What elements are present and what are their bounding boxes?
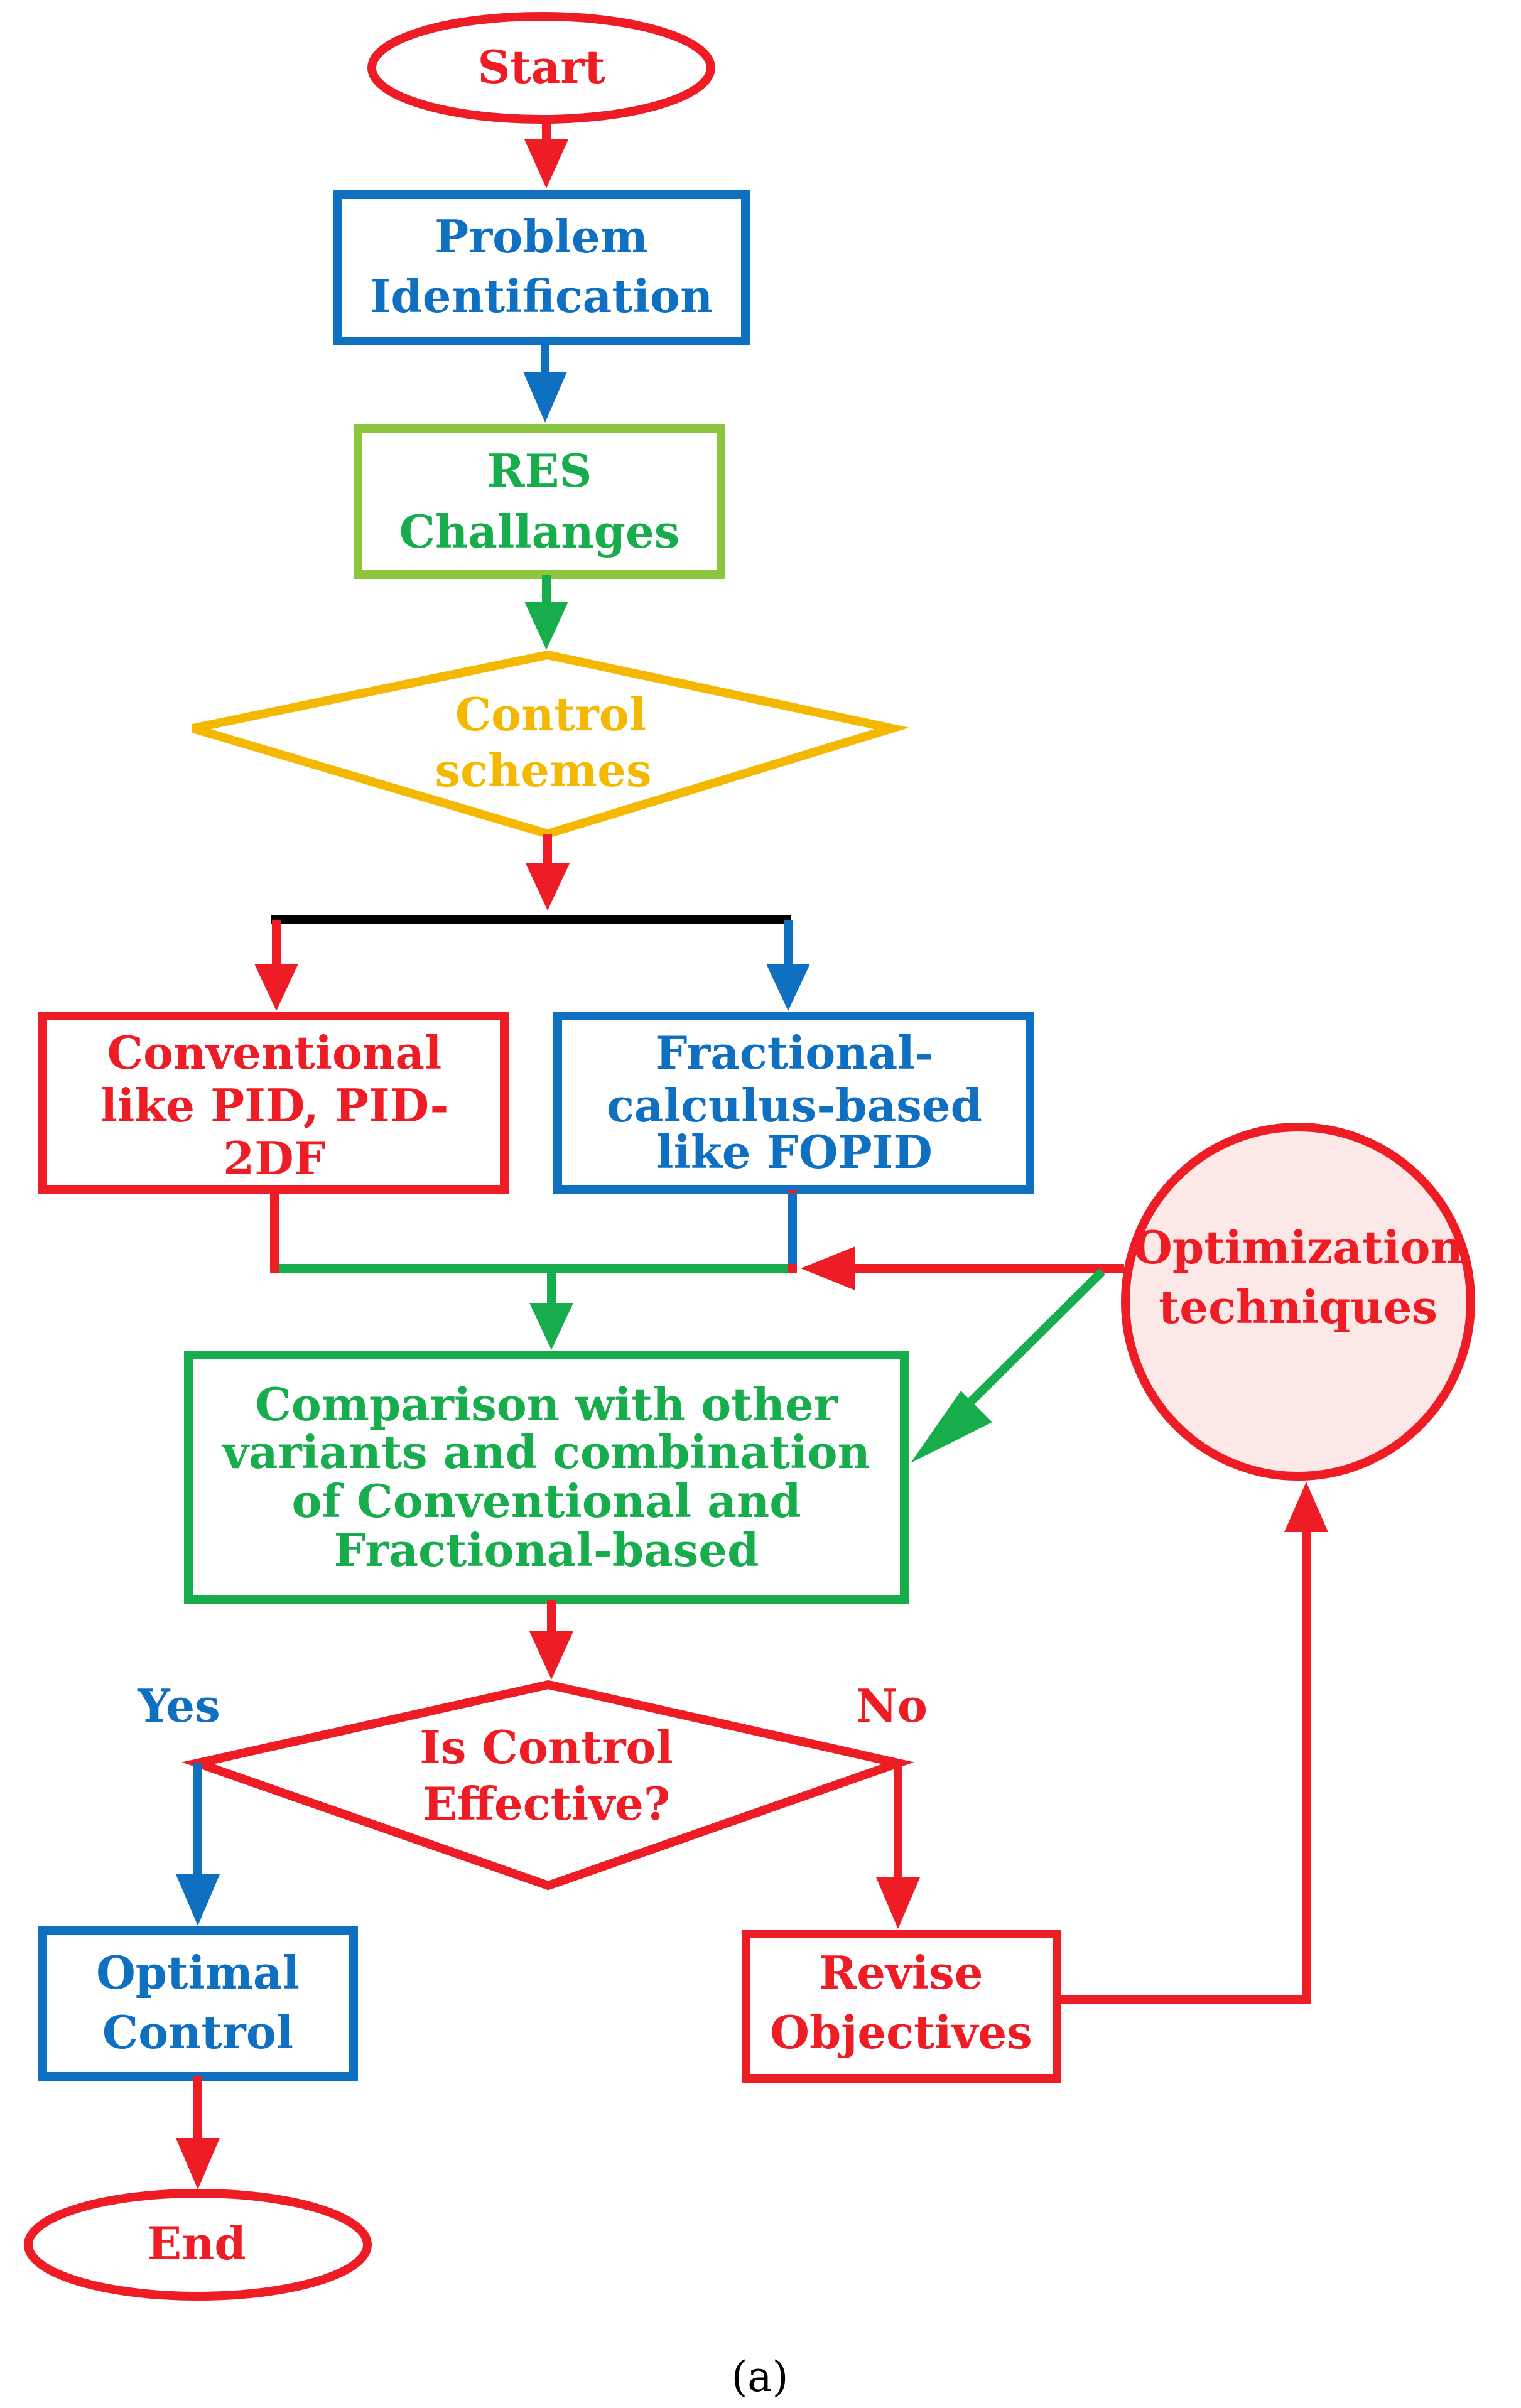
decision-label-line-2: Effective? bbox=[423, 1777, 670, 1830]
arrow-split-to-conventional bbox=[254, 920, 298, 1011]
problem-label-line-1: Problem bbox=[435, 210, 648, 263]
problem-label-line-2: Identification bbox=[370, 269, 713, 323]
yes-label: Yes bbox=[137, 1679, 220, 1732]
fractional-label-line-2: calculus-based bbox=[607, 1079, 982, 1132]
problem-identification-box bbox=[333, 190, 750, 345]
start-terminal bbox=[367, 12, 715, 124]
optimal-label-line-1: Optimal bbox=[96, 1946, 300, 1999]
res-label-line-2: Challanges bbox=[399, 505, 680, 558]
start-label: Start bbox=[477, 40, 605, 94]
arrow-optimization-to-merge bbox=[801, 1246, 1124, 1290]
conventional-label-line-1: Conventional bbox=[107, 1026, 442, 1079]
conventional-label-line-3: 2DF bbox=[223, 1131, 326, 1185]
arrow-no-to-revise bbox=[876, 1763, 920, 1929]
decision-label-line-1: Is Control bbox=[419, 1720, 673, 1774]
optimization-label-line-1: Optimization bbox=[1133, 1221, 1463, 1274]
fractional-box bbox=[553, 1012, 1034, 1194]
end-label: End bbox=[147, 2216, 246, 2270]
optimization-label-line-2: techniques bbox=[1159, 1280, 1437, 1334]
figure-caption: (a) bbox=[732, 2353, 789, 2401]
comparison-label-line-2: variants and combination bbox=[221, 1425, 870, 1479]
arrow-revise-to-optimization bbox=[1057, 1482, 1328, 2004]
arrow-start-to-problem bbox=[524, 119, 568, 188]
no-label: No bbox=[856, 1679, 928, 1732]
end-terminal bbox=[24, 2189, 372, 2301]
arrow-problem-to-res bbox=[523, 341, 567, 423]
comparison-label-line-1: Comparison with other bbox=[255, 1378, 838, 1431]
optimization-circle bbox=[1121, 1123, 1475, 1481]
arrow-merge-to-comparison bbox=[529, 1268, 573, 1350]
arrow-split-to-fractional bbox=[766, 920, 810, 1011]
arrow-res-to-control bbox=[524, 575, 568, 650]
res-label-line-1: RES bbox=[487, 444, 592, 497]
arrow-yes-to-optimal bbox=[176, 1763, 220, 1926]
merge-connector bbox=[270, 1190, 797, 1273]
fractional-label-line-1: Fractional- bbox=[655, 1026, 933, 1079]
decision-diamond bbox=[181, 1680, 914, 1891]
arrow-comparison-to-decision bbox=[529, 1600, 573, 1680]
optimal-label-line-2: Control bbox=[102, 2006, 293, 2059]
control-label-line-1: Control bbox=[455, 688, 646, 741]
fractional-label-line-3: like FOPID bbox=[656, 1125, 933, 1179]
arrow-optimal-to-end bbox=[176, 2076, 220, 2189]
comparison-box bbox=[184, 1351, 909, 1604]
control-label-line-2: schemes bbox=[435, 743, 651, 797]
revise-objectives-box bbox=[742, 1930, 1061, 2083]
comparison-label-line-4: Fractional-based bbox=[334, 1523, 759, 1577]
arrow-optimization-to-comparison bbox=[911, 1268, 1105, 1463]
arrow-control-to-split bbox=[526, 834, 570, 910]
optimal-control-box bbox=[38, 1926, 358, 2081]
res-challenges-box bbox=[354, 424, 725, 579]
conventional-label-line-2: like PID, PID- bbox=[100, 1079, 449, 1132]
comparison-label-line-3: of Conventional and bbox=[291, 1474, 801, 1528]
revise-label-line-2: Objectives bbox=[770, 2006, 1032, 2059]
revise-label-line-1: Revise bbox=[819, 1946, 983, 1999]
conventional-box bbox=[38, 1012, 509, 1194]
